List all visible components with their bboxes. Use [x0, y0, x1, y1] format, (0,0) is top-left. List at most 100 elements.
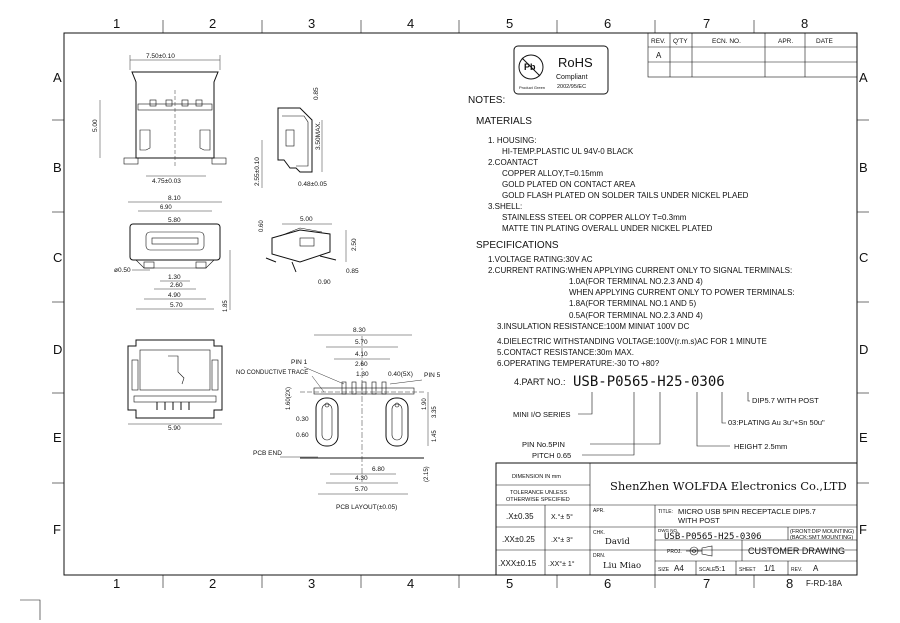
pin1-label: PIN 1 [291, 359, 308, 366]
col-label: 7 [703, 576, 710, 591]
top-view: 7.50±0.10 5.00 4.75±0.03 [92, 53, 227, 185]
dim-label: 0.85 [313, 87, 320, 100]
apr-label: APR. [593, 508, 605, 514]
scale-label: SCALE [699, 567, 716, 573]
dim-label: 0.60 [259, 220, 265, 232]
spec-line: 2.CURRENT RATING:WHEN APPLYING CURRENT O… [488, 266, 792, 275]
dim-label: 0.30 [296, 416, 309, 423]
company-name: ShenZhen WOLFDA Electronics Co.,LTD [610, 479, 847, 493]
tol-xx: .XX±0.25 [502, 535, 535, 544]
pcb-layout-title: PCB LAYOUT(±0.05) [336, 504, 397, 511]
title-label: TITLE: [658, 509, 673, 515]
dim-label: 4.10 [355, 351, 368, 358]
dim-label: 5.70 [355, 339, 368, 346]
scale-value: 5:1 [715, 564, 725, 573]
dim-label: 8.10 [168, 195, 181, 202]
notes-section: NOTES: MATERIALS 1. HOUSING: HI-TEMP.PLA… [468, 95, 795, 368]
drawer-name: Liu Miao [603, 561, 641, 571]
material-line: GOLD FLASH PLATED ON SOLDER TAILS UNDER … [502, 191, 749, 200]
dim-label: 6.80 [372, 466, 385, 473]
spec-line: 1.VOLTAGE RATING:30V AC [488, 255, 593, 264]
qty-header: Q'TY [673, 38, 688, 45]
row-label: F [53, 522, 61, 537]
grid-columns-top: 1 2 3 4 5 6 7 8 [113, 16, 808, 31]
dim-label: 5.70 [170, 302, 183, 309]
spec-line: 0.5A(FOR TERMINAL NO.2.3 AND 4) [569, 311, 703, 320]
series-callout: MINI I/O SERIES [513, 410, 571, 419]
rev-value: A [813, 564, 819, 573]
tol-angle-x: X.°± 5° [551, 513, 573, 521]
dim-label: 2.55±0.10 [254, 157, 261, 186]
grid-rows-right: A B C D E F [859, 70, 868, 537]
dim-label: 1.85 [223, 300, 229, 312]
tol-xxx: .XXX±0.15 [498, 559, 537, 568]
row-label: F [859, 522, 867, 537]
col-label: 7 [703, 16, 710, 31]
spec-line: 4.DIELECTRIC WITHSTANDING VOLTAGE:100V(r… [497, 337, 767, 346]
materials-title: MATERIALS [476, 116, 532, 127]
grid-columns-bottom: 1 2 3 4 5 6 7 8 [113, 576, 793, 591]
part-number: USB-P0565-H25-0306 [573, 374, 725, 390]
dim-label: 2.60 [355, 361, 368, 368]
rev-header: REV. [651, 38, 666, 45]
size-value: A4 [674, 564, 684, 573]
tol-angle-xxx: .XX°± 1° [548, 560, 575, 568]
height-callout: HEIGHT 2.5mm [734, 442, 787, 451]
dim-label: ø0.50 [114, 267, 131, 274]
rohs-badge: Pb Product Green RoHS Compliant 2002/95/… [513, 45, 609, 95]
pitch-callout: PITCH 0.65 [532, 451, 571, 460]
col-label: 1 [113, 16, 120, 31]
drawing-frame [63, 32, 858, 576]
dip-callout: DIP5.7 WITH POST [752, 396, 819, 405]
spec-line: 1.8A(FOR TERMINAL NO.1 AND 5) [569, 299, 696, 308]
grid-ticks [52, 20, 869, 588]
col-label: 2 [209, 16, 216, 31]
dim-label: 5.70 [355, 486, 368, 493]
col-label: 5 [506, 576, 513, 591]
row-label: D [53, 342, 62, 357]
pcb-end-label: PCB END [253, 450, 282, 457]
material-line: COPPER ALLOY,T=0.15mm [502, 169, 603, 178]
row-label: B [859, 160, 868, 175]
spec-line: 3.INSULATION RESISTANCE:100M MINIAT 100V… [497, 322, 690, 331]
col-label: 6 [604, 576, 611, 591]
pin5-label: PIN 5 [424, 372, 441, 379]
row-label: E [859, 430, 868, 445]
tolerance-line1: TOLERANCE UNLESS [510, 490, 567, 496]
bottom-view: 5.90 [127, 339, 223, 432]
dim-label: 6.90 [160, 205, 172, 211]
notes-title: NOTES: [468, 95, 505, 106]
col-label: 6 [604, 16, 611, 31]
dim-label: 5.00 [92, 119, 99, 132]
material-line: STAINLESS STEEL OR COPPER ALLOY T=0.3mm [502, 213, 687, 222]
ecn-header: ECN. NO. [712, 38, 741, 45]
sheet-value: 1/1 [764, 564, 776, 573]
spec-line: 1.0A(FOR TERMINAL NO.2.3 AND 4) [569, 277, 703, 286]
row-label: C [53, 250, 62, 265]
date-header: DATE [816, 38, 834, 45]
dim-label: 5.00 [300, 216, 313, 223]
title-block: DIMENSION IN mm TOLERANCE UNLESS OTHERWI… [495, 462, 858, 576]
spec-line: 5.CONTACT RESISTANCE:30m MAX. [497, 348, 634, 357]
drn-label: DRN. [593, 553, 605, 559]
pb-label: Pb [524, 62, 536, 72]
size-label: SIZE [658, 567, 670, 573]
dim-label: 5.90 [168, 425, 181, 432]
col-label: 1 [113, 576, 120, 591]
dim-label: 0.48±0.05 [298, 181, 327, 188]
drawing-number: USB-P0565-H25-0306 [664, 532, 762, 542]
rohs-directive: 2002/95/EC [557, 84, 586, 90]
dim-label: 1.30 [356, 371, 369, 378]
drawing-title-2: WITH POST [678, 516, 720, 525]
grid-rows-left: A B C D E F [53, 70, 62, 537]
front-view: 8.10 6.90 5.80 ø0.50 1.30 2.60 4.90 5.70… [114, 195, 231, 312]
col-label: 4 [407, 16, 414, 31]
dim-label: 3.50MAX. [315, 121, 322, 150]
dim-label: 1.60(2X) [286, 387, 292, 410]
dim-label: 4.90 [168, 292, 181, 299]
plating-callout: 03:PLATING Au 3u"+Sn 50u" [728, 418, 825, 427]
corner-mark [20, 599, 41, 620]
proj-label: PROJ. [667, 549, 682, 555]
dim-label: 0.85 [346, 268, 359, 275]
